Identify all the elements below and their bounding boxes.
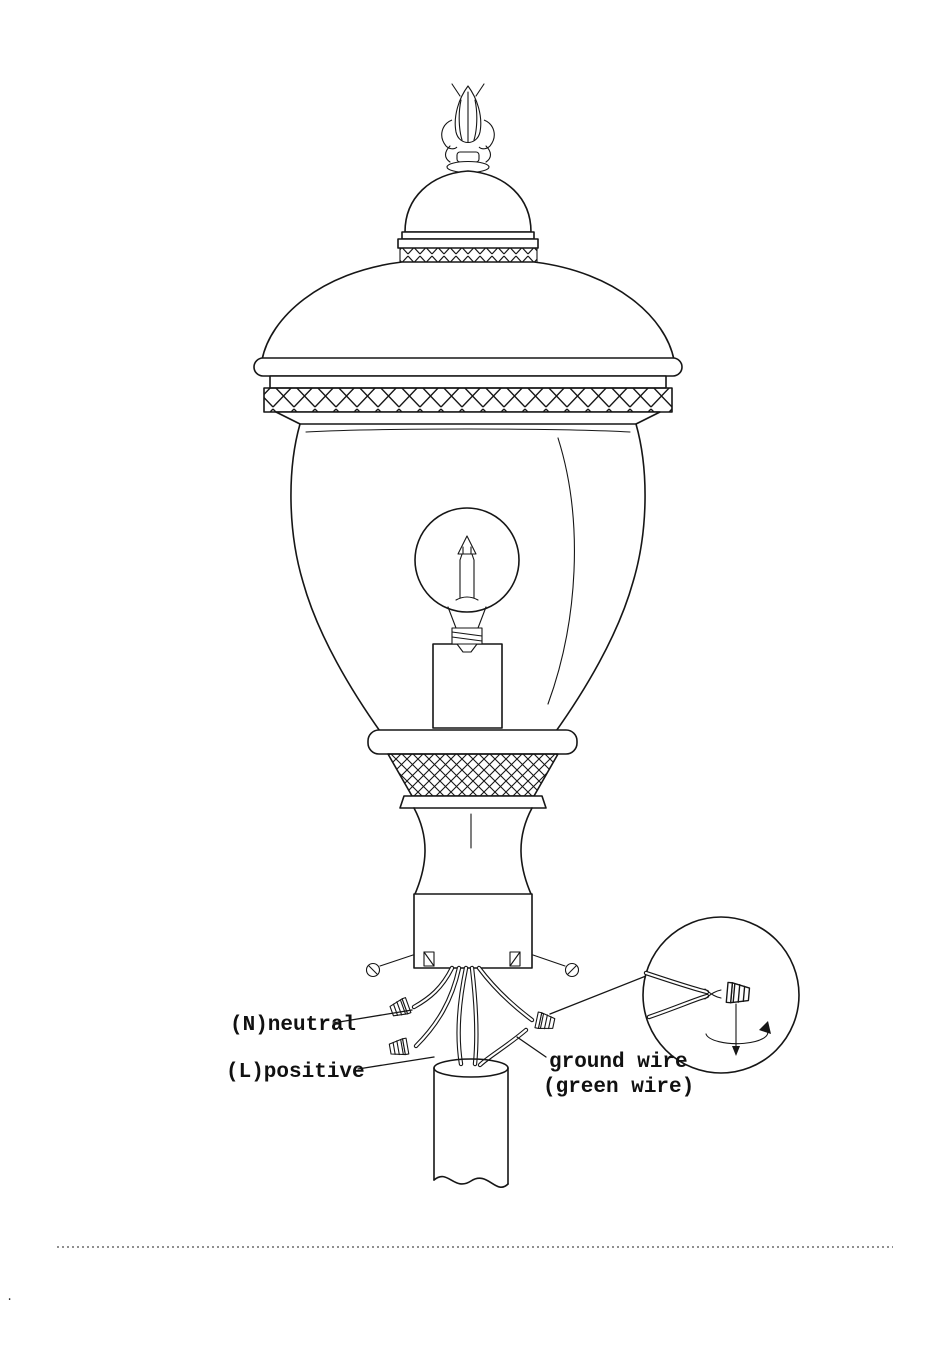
main-lattice-band: [263, 387, 673, 413]
finial-ornament: [441, 83, 495, 174]
footer-tiny-mark: .: [6, 1290, 13, 1304]
lower-collar: [367, 729, 578, 809]
top-lattice-band: [399, 247, 538, 264]
wires: [411, 965, 535, 1068]
ground-wire-label-line2: (green wire): [543, 1076, 694, 1099]
callout-leader-line: [549, 975, 647, 1015]
rim-and-lattice: [253, 357, 683, 425]
terminal-right: [509, 951, 521, 967]
positive-leader-line: [357, 1056, 435, 1070]
twist-detail-callout: [642, 916, 800, 1074]
glass-body: [290, 423, 646, 735]
light-bulb: [414, 507, 520, 653]
wiring-labels: (N)neutral (L)positive ground wire (gree…: [226, 1009, 694, 1099]
ground-leader-line: [516, 1036, 547, 1058]
pipe-break-edge: [433, 1175, 509, 1188]
detail-wire-nut: [725, 981, 751, 1004]
side-screw-left: [365, 954, 414, 978]
mounting-pipe: [433, 1058, 509, 1188]
terminal-left: [423, 951, 435, 967]
glass-reflection-line: [547, 437, 575, 705]
post-fitter-cylinder: [413, 893, 533, 969]
fitter-neck: [413, 807, 533, 895]
wire-nut-ground: [534, 1011, 556, 1030]
bulb-filament: [457, 535, 477, 599]
top-cap: [397, 170, 539, 264]
bulb-screw-base: [451, 627, 483, 653]
ground-wire-label-line1: ground wire: [549, 1051, 688, 1074]
positive-label: (L)positive: [226, 1061, 365, 1084]
side-screw-right: [532, 954, 580, 978]
rotation-arrow: [705, 1003, 771, 1056]
neutral-leader-line: [332, 1009, 413, 1024]
neutral-label: (N)neutral: [230, 1014, 356, 1037]
wire-nut-positive: [388, 1037, 410, 1056]
collar-mesh-cone: [387, 753, 559, 797]
wire-nut-neutral: [389, 997, 412, 1017]
lamp-socket: [432, 643, 503, 729]
dome: [261, 261, 675, 361]
